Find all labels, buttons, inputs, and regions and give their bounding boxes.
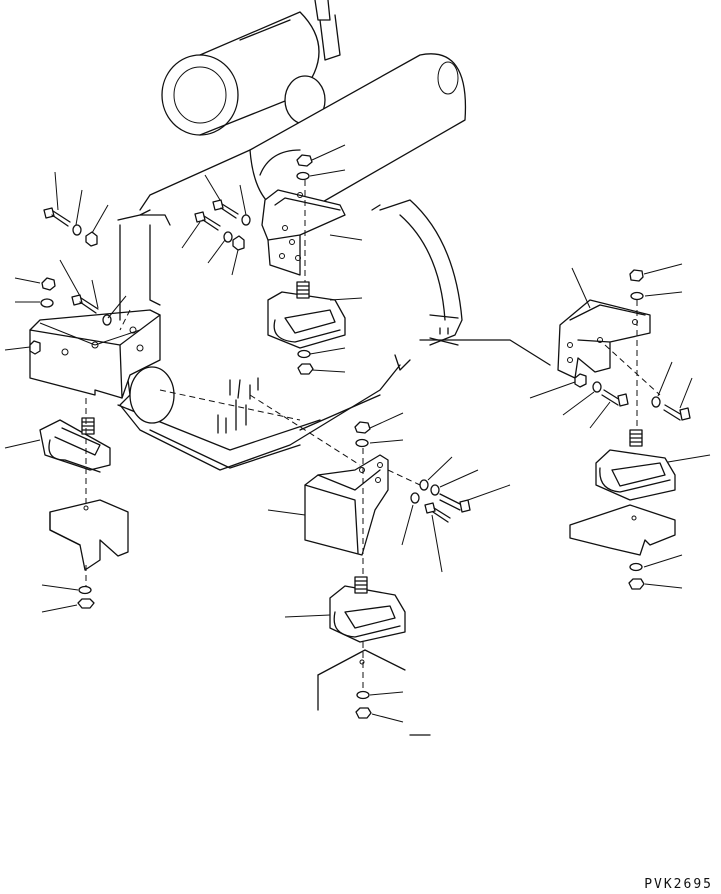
washer-icon bbox=[410, 492, 420, 504]
nut-icon bbox=[354, 421, 371, 434]
rubber-mount bbox=[329, 576, 406, 643]
right-mount-bracket bbox=[557, 299, 651, 379]
nut-icon bbox=[355, 707, 372, 719]
washer-icon bbox=[592, 381, 602, 393]
left-mount bbox=[4, 171, 161, 613]
washer-icon bbox=[72, 224, 82, 236]
rubber-mount bbox=[267, 281, 346, 349]
washer-icon bbox=[40, 298, 54, 308]
frame-pad bbox=[49, 499, 129, 571]
frame-pad bbox=[569, 504, 676, 556]
washer-icon bbox=[356, 690, 370, 700]
bolt-icon bbox=[424, 502, 451, 523]
engine-block bbox=[117, 149, 551, 471]
washer-icon bbox=[651, 396, 661, 408]
frame-pad bbox=[317, 649, 406, 711]
bolt-icon bbox=[194, 211, 221, 231]
nut-icon bbox=[41, 277, 56, 291]
rubber-mount bbox=[595, 429, 676, 501]
leader-lines-center bbox=[267, 412, 511, 723]
washer-icon bbox=[297, 349, 311, 359]
bolt-icon bbox=[71, 294, 99, 314]
washer-icon bbox=[296, 171, 310, 181]
nut-icon bbox=[628, 578, 645, 590]
leader-lines-upper-center bbox=[181, 144, 363, 373]
washer-icon bbox=[629, 562, 643, 572]
center-mount bbox=[249, 394, 511, 736]
bolt-icon bbox=[601, 389, 629, 407]
engine-assembly bbox=[117, 0, 551, 471]
bolt-icon bbox=[439, 493, 471, 513]
washer-icon bbox=[223, 231, 233, 243]
nut-icon bbox=[77, 598, 95, 609]
upper-center-bracket bbox=[261, 189, 346, 276]
nut-icon bbox=[29, 340, 41, 355]
leader-lines-left bbox=[4, 171, 141, 613]
drawing-code-label: PVK2695 bbox=[644, 877, 713, 892]
washer-icon bbox=[630, 291, 644, 301]
nut-icon bbox=[296, 154, 313, 167]
washer-icon bbox=[430, 484, 440, 496]
center-mount-bracket bbox=[304, 454, 389, 556]
nut-icon bbox=[85, 231, 98, 247]
washer-icon bbox=[419, 479, 429, 491]
bolt-icon bbox=[43, 207, 71, 227]
right-mount bbox=[529, 263, 711, 590]
nut-icon bbox=[629, 269, 644, 282]
rubber-mount bbox=[39, 417, 111, 473]
bolt-icon bbox=[212, 199, 239, 219]
washer-icon bbox=[241, 214, 251, 226]
washer-icon bbox=[78, 585, 92, 595]
bolt-icon bbox=[663, 404, 691, 421]
nut-icon bbox=[297, 363, 314, 375]
nut-icon bbox=[574, 373, 587, 388]
upper-center-mount bbox=[181, 144, 363, 375]
nut-icon bbox=[232, 235, 245, 251]
washer-icon bbox=[355, 438, 369, 448]
leader-lines-right bbox=[529, 263, 711, 589]
